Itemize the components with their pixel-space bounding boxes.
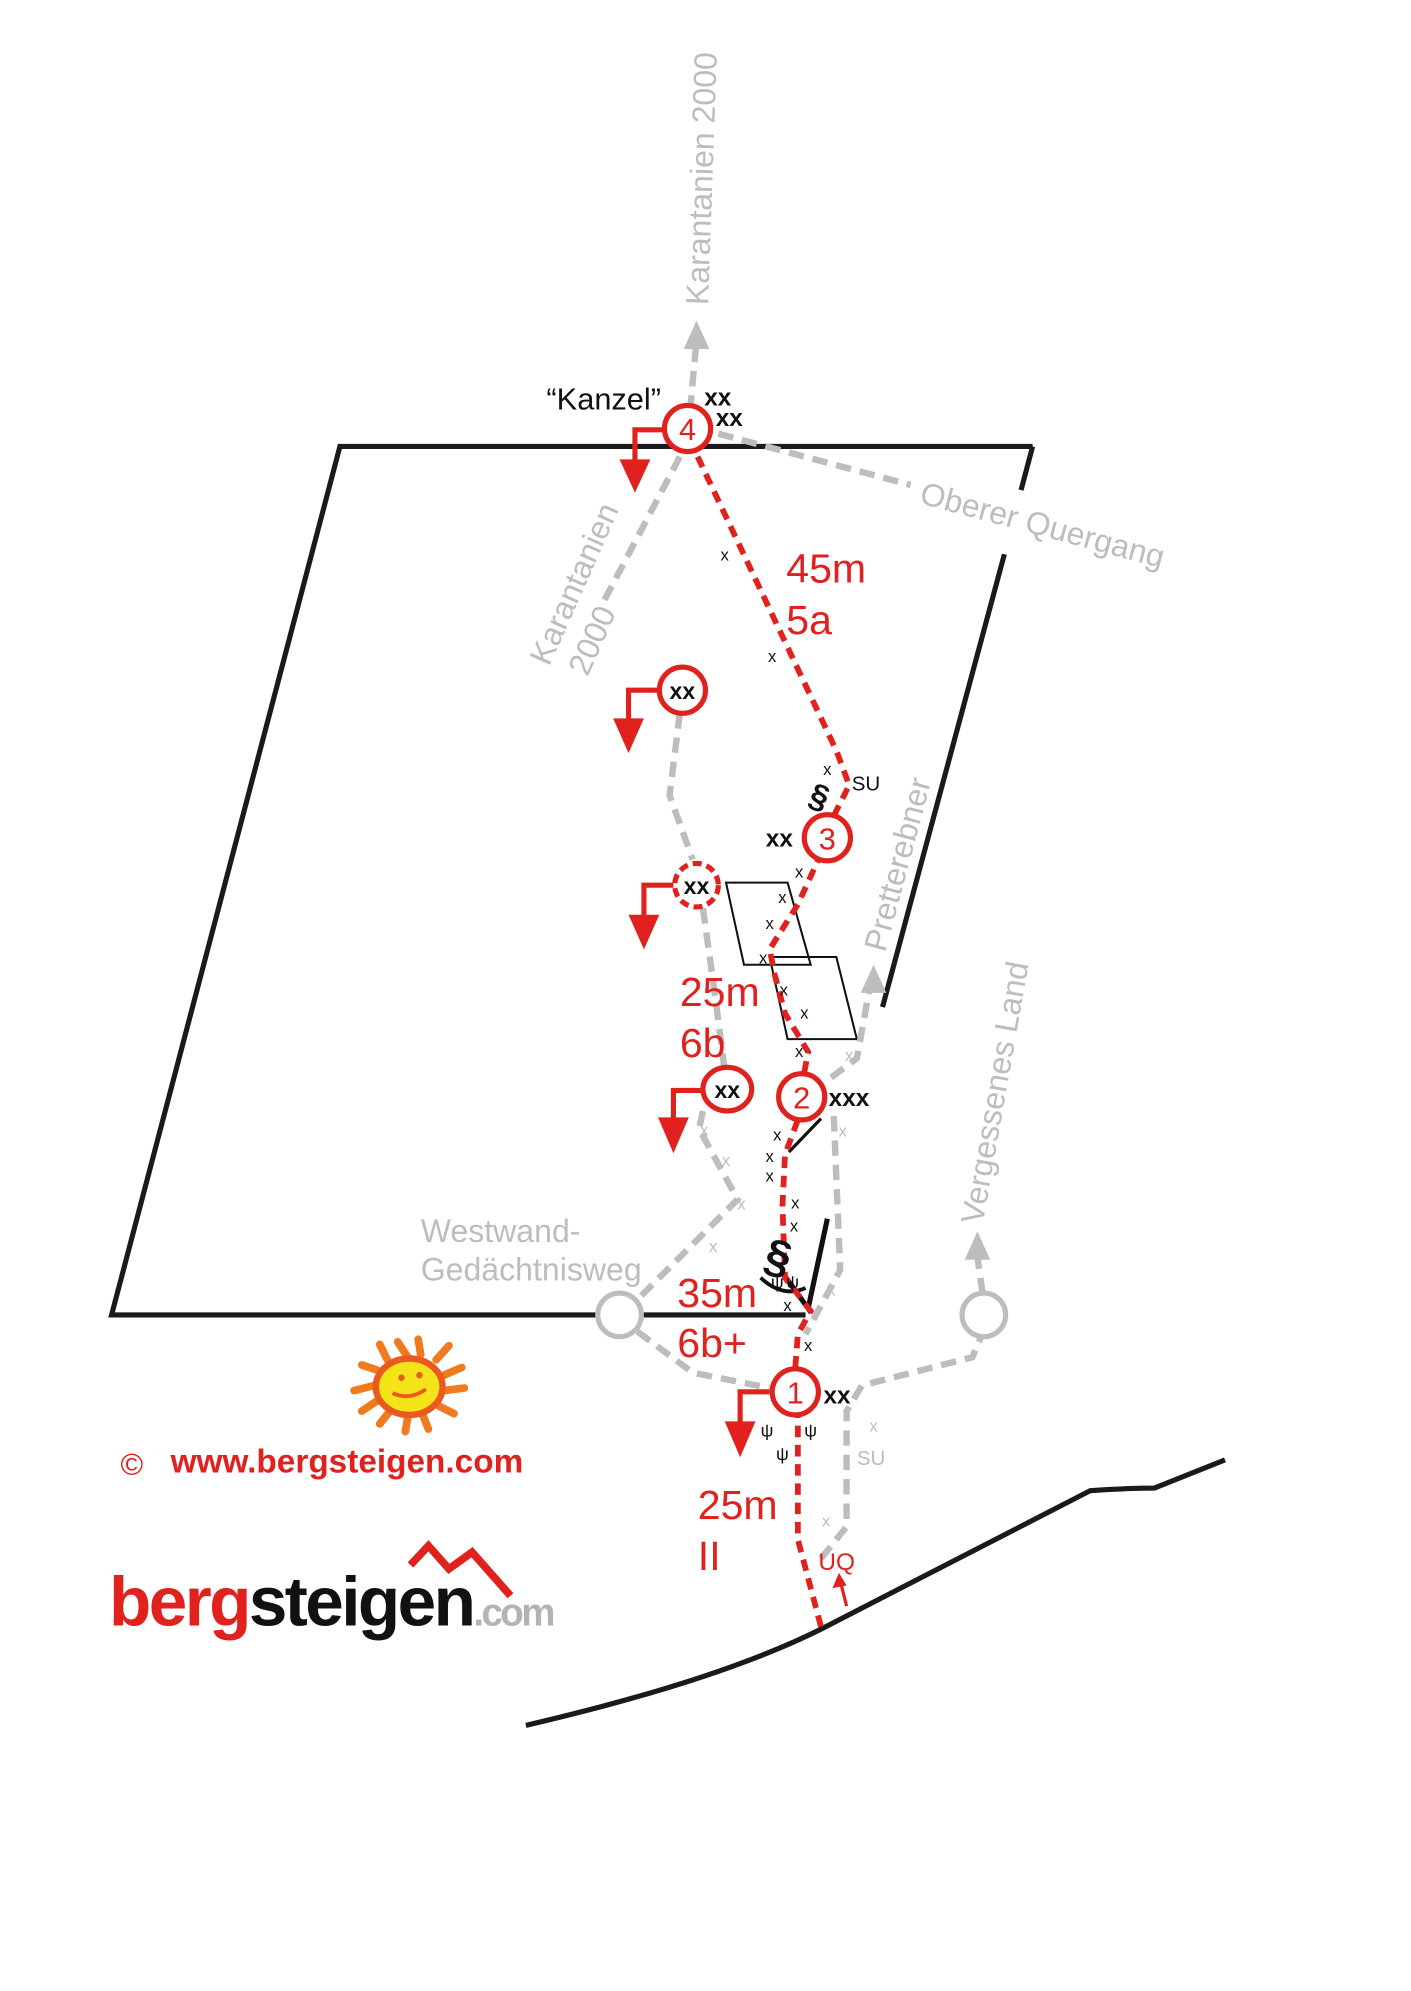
- route-westwand-line1: Westwand-: [421, 1213, 581, 1249]
- bolts: x x x x x x x x x x x x x x x x x: [721, 546, 833, 1355]
- bolt: x: [773, 1125, 782, 1144]
- pitch-2-grade: 6b+: [677, 1320, 747, 1366]
- other-routes: [600, 339, 986, 1561]
- bolt: x: [822, 1512, 831, 1531]
- route-karantanien-top: Karantanien 2000: [679, 52, 724, 306]
- bolt: x: [791, 1193, 800, 1212]
- pitch-3-grade: 6b: [680, 1020, 726, 1066]
- wall-outline: [108, 443, 1226, 1728]
- bergsteigen-logo: bergsteigen.com: [109, 1540, 556, 1640]
- pitch-4-length: 45m: [786, 545, 866, 591]
- anchor-label: xx: [684, 873, 710, 899]
- svg-text:bergsteigen.com: bergsteigen.com: [109, 1562, 553, 1640]
- bolt: x: [804, 1336, 813, 1355]
- su-label-grey: SU: [857, 1447, 886, 1470]
- anchor-label: xx: [824, 1382, 852, 1409]
- bolt: x: [780, 981, 789, 1000]
- bolt: x: [869, 1417, 878, 1436]
- anchor-label: xx: [704, 384, 732, 411]
- bolt: x: [800, 1004, 809, 1023]
- pitch-3-length: 25m: [680, 969, 760, 1015]
- belay-2: 2: [793, 1080, 810, 1115]
- belay-4: 4: [679, 412, 696, 447]
- main-route-line: [692, 450, 853, 1628]
- bolt: x: [790, 1217, 799, 1236]
- uq-arrowhead: [832, 1572, 847, 1589]
- bolt: x: [709, 1237, 718, 1256]
- rappel-arrowheads: [613, 459, 756, 1458]
- anchor-label: xx: [716, 405, 744, 432]
- bolt: x: [721, 546, 730, 565]
- pitch-labels: 45m 5a 25m 6b 35m 6b+ 25m II: [677, 545, 866, 1579]
- anchor-label: xxx: [829, 1085, 870, 1112]
- bolt: x: [765, 1166, 774, 1185]
- svg-text:ψ: ψ: [771, 1272, 784, 1292]
- logo-steigen: steigen: [249, 1562, 473, 1640]
- bolt: x: [765, 1147, 774, 1166]
- bolt: x: [795, 1042, 804, 1061]
- bolt: x: [759, 948, 768, 967]
- svg-text:ψ: ψ: [761, 1421, 774, 1441]
- svg-text:ψ: ψ: [804, 1421, 817, 1441]
- bolt: x: [839, 1122, 848, 1141]
- bolt: x: [845, 1046, 854, 1065]
- copyright-symbol: ©: [121, 1447, 144, 1482]
- bolt: x: [795, 862, 804, 881]
- bolts-grey: x x x x x x x x x: [700, 1046, 878, 1531]
- bolt: x: [768, 647, 777, 666]
- belay-1: 1: [787, 1375, 804, 1410]
- route-pretterebner: Pretterebner: [857, 773, 938, 955]
- logo-com: .com: [473, 1591, 553, 1634]
- anchor-label: xx: [766, 826, 794, 853]
- bolt: x: [737, 1195, 746, 1214]
- bolt: x: [783, 1296, 792, 1315]
- bolt: x: [823, 760, 832, 779]
- route-vergessenes-land: Vergessenes Land: [954, 959, 1036, 1227]
- bolt: x: [827, 1281, 836, 1300]
- belay-stations: 1 2 3 4 xx xx xx: [656, 402, 854, 1418]
- pitch-1-grade: II: [698, 1533, 721, 1579]
- svg-text:ψ: ψ: [776, 1444, 789, 1464]
- route-oberer-quergang: Oberer Quergang: [917, 475, 1169, 575]
- svg-text:ψ: ψ: [786, 1272, 799, 1292]
- belay-3: 3: [819, 821, 836, 856]
- kanzel-label: “Kanzel”: [546, 381, 661, 416]
- rappel-arrows: [625, 427, 770, 1424]
- pitch-2-length: 35m: [677, 1270, 757, 1316]
- junction-circle-vergessenes: [959, 1290, 1009, 1340]
- anchor-labels: xx xx xx xxx xx: [704, 384, 870, 1409]
- anchor-label: xx: [714, 1077, 740, 1103]
- bolt: x: [700, 1120, 709, 1139]
- logo-berg: berg: [109, 1562, 249, 1640]
- uq-label: UQ: [818, 1549, 855, 1576]
- pitch-1-length: 25m: [698, 1482, 778, 1528]
- route-arrowheads-grey: [683, 320, 991, 1260]
- bolt: x: [765, 914, 774, 933]
- sun-logo: [350, 1335, 469, 1436]
- website-url[interactable]: www.bergsteigen.com: [170, 1444, 524, 1481]
- bolt: x: [722, 1151, 731, 1170]
- su-label: SU: [852, 772, 881, 795]
- route-westwand-line2: Gedächtnisweg: [421, 1251, 642, 1287]
- pitch-4-grade: 5a: [786, 597, 832, 643]
- sling-icon: §: [804, 777, 834, 818]
- anchor-label: xx: [670, 678, 696, 704]
- bolt: x: [778, 888, 787, 907]
- junction-circle-westwand: [595, 1290, 644, 1340]
